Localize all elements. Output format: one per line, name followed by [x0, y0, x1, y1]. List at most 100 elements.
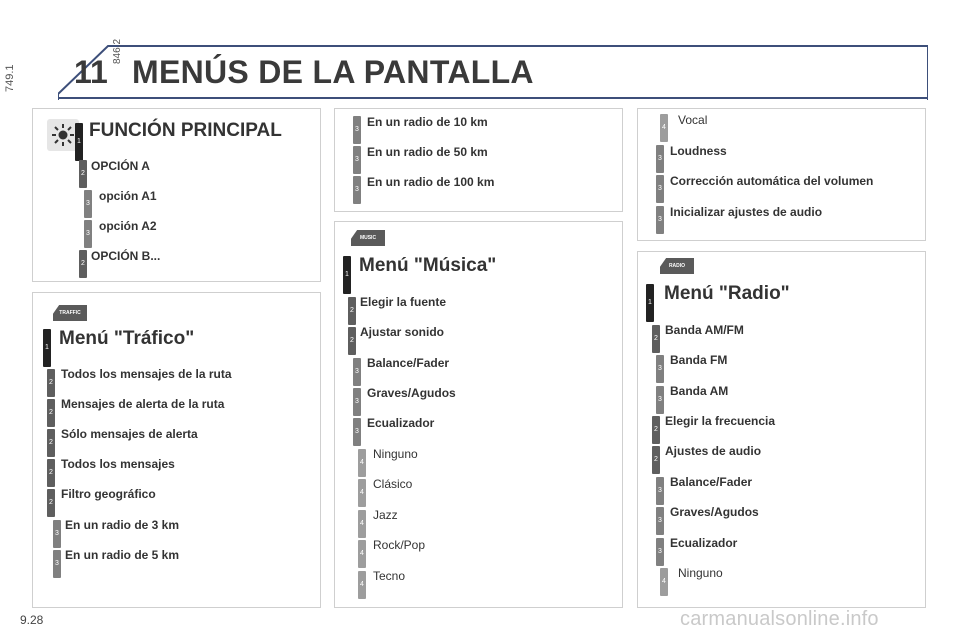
music-menu-panel: MUSIC 1 Menú "Música" 2 Elegir la fuente… [334, 221, 623, 608]
level-marker: 2 [79, 160, 87, 188]
music-menu-title: Menú "Música" [359, 255, 497, 276]
traffic-menu-panel: TRAFFIC 1 Menú "Tráfico" 2 Todos los men… [32, 292, 321, 608]
menu-item: Graves/Agudos [367, 386, 456, 400]
menu-item: Ninguno [373, 447, 418, 461]
menu-item: En un radio de 100 km [367, 175, 495, 189]
page-number: 9.28 [20, 613, 44, 627]
level-marker: 2 [47, 429, 55, 457]
menu-item: En un radio de 5 km [65, 548, 180, 562]
menu-item: Ajustes de audio [665, 444, 762, 458]
level-marker: 1 [75, 123, 83, 161]
level-marker: 3 [353, 388, 361, 416]
menu-item: Clásico [373, 477, 413, 491]
level-marker: 2 [79, 250, 87, 278]
menu-item: Loudness [670, 144, 727, 158]
menu-item: Mensajes de alerta de la ruta [61, 397, 225, 411]
menu-item: Banda AM/FM [665, 323, 744, 337]
menu-item: En un radio de 50 km [367, 145, 488, 159]
chapter-number: 11 [74, 54, 108, 90]
menu-item: Ecualizador [670, 536, 738, 550]
side-code: 749.1 [4, 64, 16, 92]
menu-item: Ninguno [678, 566, 723, 580]
level-marker: 4 [358, 479, 366, 507]
level-marker: 4 [358, 510, 366, 538]
level-marker: 2 [652, 325, 660, 353]
menu-item: Todos los mensajes [61, 457, 175, 471]
menu-item: Ajustar sonido [360, 325, 445, 339]
radio-menu-panel: RADIO 1 Menú "Radio" 2 Banda AM/FM 3 Ban… [637, 251, 926, 608]
level-marker: 4 [660, 568, 668, 596]
menu-item: Sólo mensajes de alerta [61, 427, 198, 441]
level-marker: 2 [348, 297, 356, 325]
traffic-menu-title: Menú "Tráfico" [59, 328, 195, 349]
level-marker: 3 [656, 386, 664, 414]
menu-item: Filtro geográfico [61, 487, 156, 501]
level-marker: 3 [656, 355, 664, 383]
level-marker: 3 [656, 175, 664, 203]
radio-menu-title: Menú "Radio" [664, 283, 790, 304]
menu-item: Jazz [373, 508, 398, 522]
menu-item: Banda FM [670, 353, 728, 367]
menu-item: opción A2 [99, 219, 157, 233]
level-marker: 3 [656, 538, 664, 566]
main-function-title: FUNCIÓN PRINCIPAL [89, 120, 282, 141]
menu-item: Todos los mensajes de la ruta [61, 367, 232, 381]
traffic-radius-panel: 3 En un radio de 10 km 3 En un radio de … [334, 108, 623, 212]
light-icon [52, 124, 74, 146]
level-marker: 3 [84, 190, 92, 218]
level-marker: 2 [652, 416, 660, 444]
level-marker: 3 [353, 418, 361, 446]
level-marker: 1 [343, 256, 351, 294]
menu-item: Inicializar ajustes de audio [670, 205, 823, 219]
level-marker: 2 [348, 327, 356, 355]
menu-item: OPCIÓN A [91, 159, 150, 173]
level-marker: 4 [660, 114, 668, 142]
level-marker: 3 [353, 146, 361, 174]
menu-item: Corrección automática del volumen [670, 174, 874, 188]
music-badge: MUSIC [351, 230, 385, 246]
main-function-panel: 1 FUNCIÓN PRINCIPAL 2 OPCIÓN A 3 opción … [32, 108, 321, 282]
level-marker: 2 [47, 369, 55, 397]
level-marker: 2 [47, 459, 55, 487]
level-marker: 2 [47, 399, 55, 427]
menu-item: Graves/Agudos [670, 505, 759, 519]
watermark: carmanualsonline.info [680, 608, 879, 630]
menu-item: Banda AM [670, 384, 729, 398]
level-marker: 3 [84, 220, 92, 248]
level-marker: 1 [646, 284, 654, 322]
menu-item: Elegir la frecuencia [665, 414, 776, 428]
menu-item: OPCIÓN B... [91, 249, 161, 263]
menu-item: Vocal [678, 113, 708, 127]
menu-item: Tecno [373, 569, 406, 583]
menu-item: Elegir la fuente [360, 295, 447, 309]
level-marker: 3 [53, 520, 61, 548]
level-marker: 2 [47, 489, 55, 517]
menu-item: Balance/Fader [670, 475, 753, 489]
reference-code: 846.2 [112, 38, 123, 64]
page-title: MENÚS DE LA PANTALLA [132, 54, 534, 90]
menu-item: En un radio de 3 km [65, 518, 180, 532]
level-marker: 3 [656, 145, 664, 173]
menu-item: En un radio de 10 km [367, 115, 488, 129]
header-frame [58, 45, 928, 100]
level-marker: 3 [656, 507, 664, 535]
menu-item: Balance/Fader [367, 356, 450, 370]
level-marker: 4 [358, 571, 366, 599]
level-marker: 4 [358, 540, 366, 568]
level-marker: 3 [656, 477, 664, 505]
level-marker: 3 [53, 550, 61, 578]
menu-item: Rock/Pop [373, 538, 426, 552]
radio-badge: RADIO [660, 258, 694, 274]
level-marker: 2 [652, 446, 660, 474]
level-marker: 3 [353, 358, 361, 386]
level-marker: 4 [358, 449, 366, 477]
menu-item: Ecualizador [367, 416, 435, 430]
traffic-badge: TRAFFIC [53, 305, 87, 321]
level-marker: 3 [353, 116, 361, 144]
level-marker: 1 [43, 329, 51, 367]
level-marker: 3 [353, 176, 361, 204]
light-icon-box [47, 119, 79, 151]
music-continued-panel: 4 Vocal 3 Loudness 3 Corrección automáti… [637, 108, 926, 241]
level-marker: 3 [656, 206, 664, 234]
menu-item: opción A1 [99, 189, 157, 203]
